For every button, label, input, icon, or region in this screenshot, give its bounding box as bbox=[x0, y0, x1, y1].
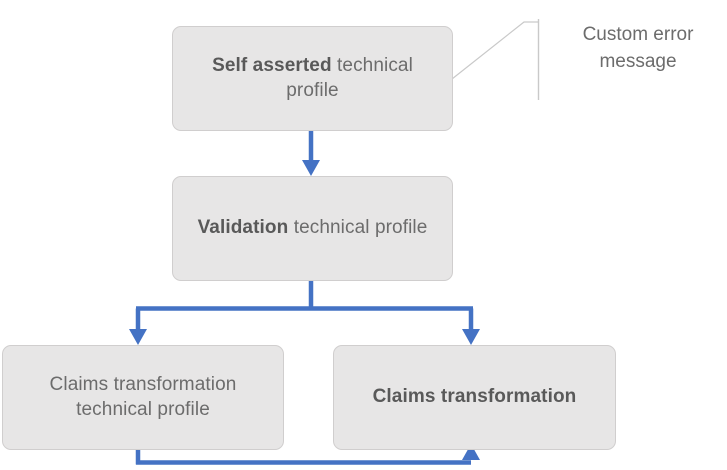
node-claims-transformation[interactable]: Claims transformation bbox=[333, 345, 616, 450]
node-claims-transformation-tp-label: Claims transformation technical profile bbox=[17, 373, 269, 422]
node-validation-label: Validation technical profile bbox=[198, 216, 428, 240]
node-validation-technical-profile[interactable]: Validation technical profile bbox=[172, 176, 453, 281]
connector-validation-fork bbox=[129, 281, 480, 345]
node-self-asserted-bold-text: Self asserted bbox=[212, 55, 332, 77]
node-claims-transformation-tp-regular-text: Claims transformation technical profile bbox=[49, 374, 237, 420]
node-self-asserted-technical-profile[interactable]: Self asserted technical profile bbox=[172, 26, 453, 131]
node-claims-transformation-bold-text: Claims transformation bbox=[372, 386, 577, 408]
node-self-asserted-regular-text: technical profile bbox=[286, 55, 413, 101]
node-claims-transformation-technical-profile[interactable]: Claims transformation technical profile bbox=[2, 345, 284, 450]
callout-annotation-label: Custom error message bbox=[582, 24, 694, 72]
node-validation-bold-text: Validation bbox=[197, 217, 289, 239]
connector-self-asserted-to-validation bbox=[302, 131, 320, 176]
node-self-asserted-label: Self asserted technical profile bbox=[187, 54, 438, 103]
node-claims-transformation-label: Claims transformation bbox=[373, 385, 577, 409]
node-validation-regular-text: technical profile bbox=[288, 217, 428, 239]
callout-leader-line bbox=[451, 21, 538, 80]
